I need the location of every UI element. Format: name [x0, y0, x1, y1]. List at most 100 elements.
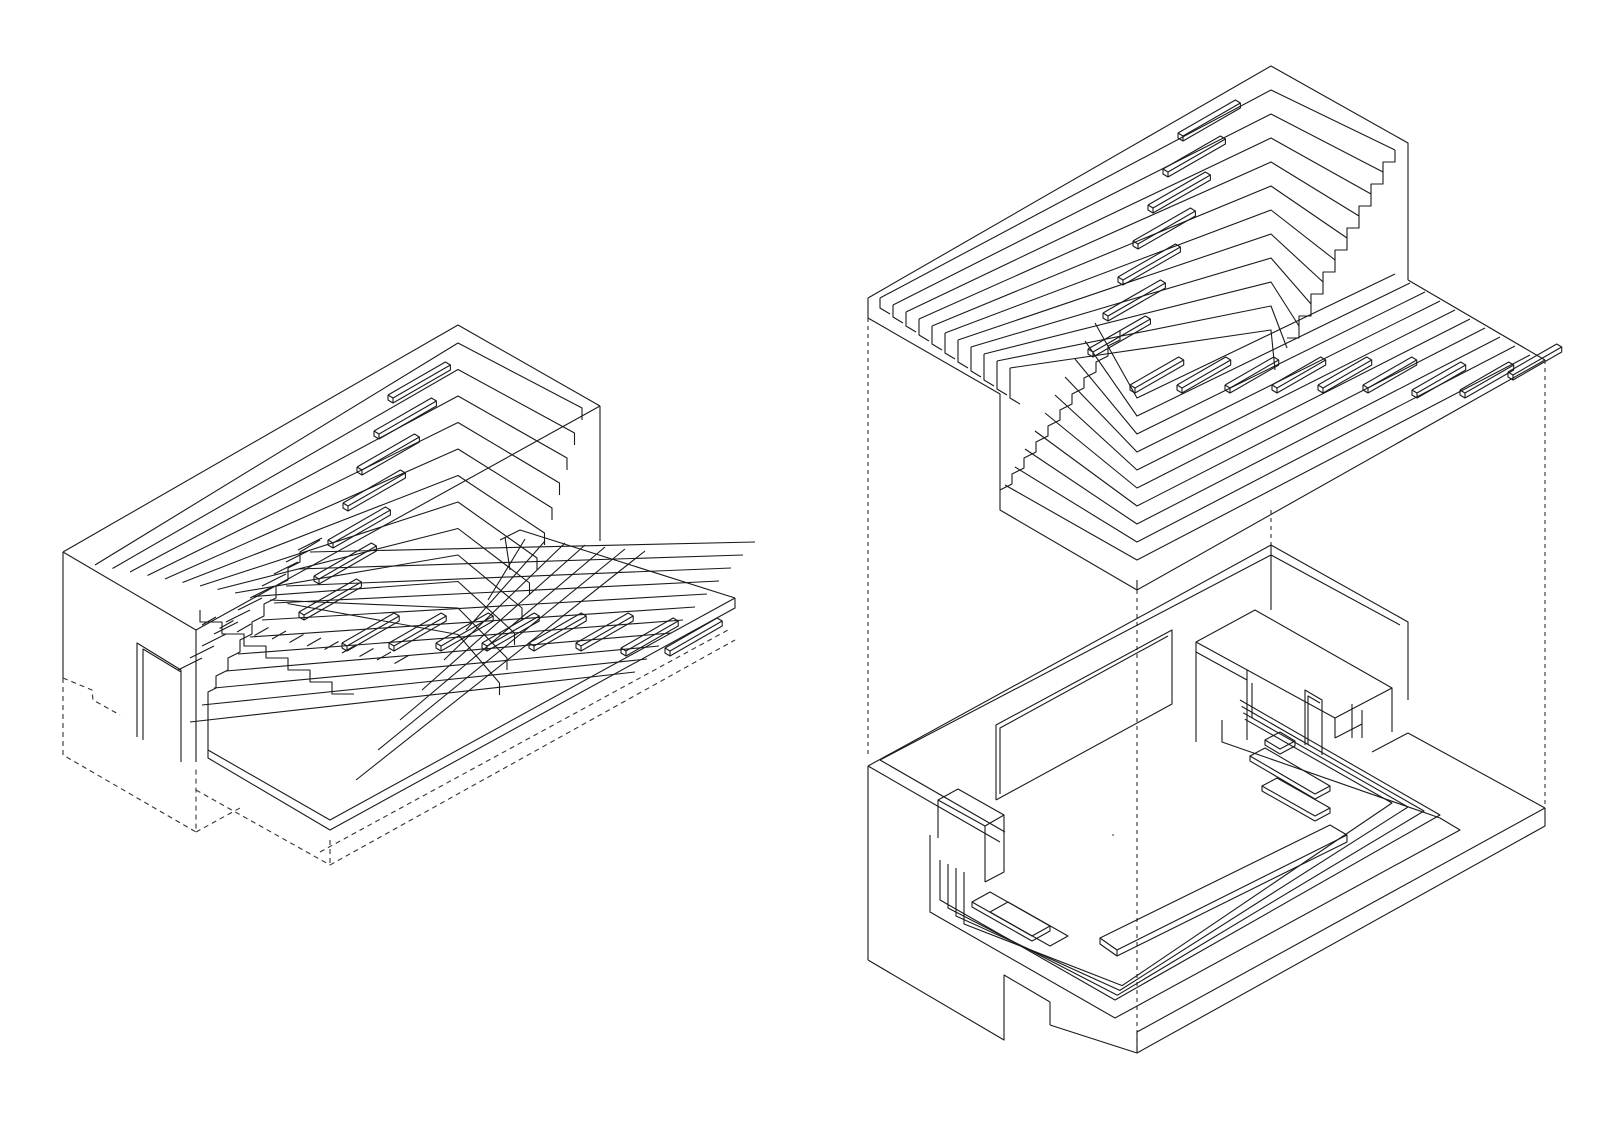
upper-ring-drop	[906, 312, 916, 332]
lower-tier-ring	[400, 547, 605, 720]
dashed-base-outline	[63, 630, 735, 865]
room-ledge-outer	[930, 818, 1460, 1018]
dashed-projection-lines	[868, 318, 1545, 1050]
upper-ring	[919, 162, 1359, 319]
upper-ring	[893, 114, 1383, 305]
lower-step-edge	[190, 672, 635, 722]
upper-ring-drop	[893, 305, 903, 323]
lower-tier-ring	[378, 549, 625, 750]
lower-step-edge	[238, 620, 683, 654]
upper-ring-drop	[971, 347, 981, 377]
upper-ring	[880, 90, 1395, 298]
benches	[1088, 100, 1562, 398]
upper-step-ring	[130, 396, 567, 572]
upper-ring-drop	[945, 333, 955, 359]
upper-step-riser	[202, 617, 216, 625]
lower-step-rise	[190, 646, 214, 658]
front-steps	[972, 892, 1068, 946]
upper-step-riser	[255, 628, 269, 636]
lower-level-room	[868, 545, 1545, 1053]
upper-step-riser	[360, 649, 374, 657]
lower-tier-ring	[488, 539, 525, 600]
front-ring	[1055, 310, 1455, 470]
front-step-profile	[1000, 330, 1120, 490]
stepped-seating-upper	[95, 343, 582, 695]
lower-step-edge	[274, 581, 719, 603]
lower-tier-ring	[356, 551, 645, 780]
upper-step-ring	[200, 502, 537, 586]
lower-step-profile	[208, 540, 320, 750]
stepped-seating-lower	[178, 530, 755, 830]
lower-step-rise	[298, 538, 322, 550]
compact-axonometric-view	[63, 325, 755, 865]
upper-ring-drop	[997, 361, 1007, 395]
lower-step-edge	[262, 594, 707, 620]
upper-step-riser	[395, 656, 409, 664]
reference-dot	[1112, 834, 1114, 836]
upper-step-profile	[1287, 150, 1395, 338]
upper-ring-drop	[984, 354, 994, 386]
lower-step-edge	[226, 633, 671, 671]
upper-step-ring	[148, 423, 560, 576]
front-ring	[1015, 346, 1515, 542]
upper-ring-drop	[1010, 368, 1020, 404]
exploded-axonometric-view	[868, 66, 1562, 1053]
upper-step-ring	[218, 529, 530, 596]
central-table	[1100, 825, 1347, 956]
upper-step-ring	[183, 476, 545, 583]
lower-step-rise	[226, 610, 250, 622]
upper-ring	[906, 138, 1371, 312]
lower-step-rise	[202, 634, 226, 646]
upper-ring-drop	[880, 298, 890, 314]
doorway	[137, 643, 181, 762]
upper-ring	[984, 282, 1299, 354]
room-ledge-back	[1222, 720, 1440, 818]
room-ledges	[930, 700, 1460, 1018]
lower-tier-ring	[444, 543, 565, 660]
lower-tier-outer	[208, 598, 735, 820]
room-ledge-ring	[956, 713, 1408, 991]
upper-step-profile	[200, 610, 354, 694]
room-ledge-ring	[940, 700, 1440, 1000]
room-ledge-ring	[948, 706, 1424, 995]
front-ring	[1005, 355, 1530, 560]
lower-step-edge	[202, 659, 647, 705]
upper-ring-drop	[919, 319, 929, 341]
lower-step-rise	[250, 586, 274, 598]
upper-step-ring	[235, 555, 522, 620]
upper-step-riser	[342, 645, 356, 653]
upper-ring-drop	[932, 326, 942, 350]
upper-level-outline	[868, 66, 1545, 590]
upper-ring	[932, 186, 1347, 326]
front-ring	[1025, 337, 1500, 524]
main-block	[63, 325, 600, 762]
upper-step-ring	[288, 604, 500, 696]
lower-step-rise	[274, 562, 298, 574]
upper-ring-drop	[958, 340, 968, 368]
upper-ring	[945, 210, 1335, 333]
front-ring	[1085, 283, 1410, 416]
lower-tier-base	[208, 598, 735, 830]
upper-step-ring	[165, 449, 552, 579]
room-ledge-ring	[964, 719, 1392, 985]
lower-tier-top	[500, 530, 735, 598]
entry-steps	[1250, 732, 1330, 821]
upper-ring	[971, 258, 1311, 347]
window-opening	[996, 630, 1172, 800]
lower-tier-ring	[466, 541, 545, 630]
lower-step-edge	[214, 646, 659, 688]
lower-step-rise	[262, 574, 286, 586]
front-ring	[1075, 292, 1425, 434]
upper-step-riser	[377, 652, 391, 660]
upper-step-riser	[290, 635, 304, 643]
upper-step-riser	[325, 642, 339, 650]
lower-step-rise	[286, 550, 310, 562]
upper-ring	[958, 234, 1323, 340]
front-ring	[1045, 319, 1470, 488]
upper-step-ring	[113, 370, 575, 569]
lower-step-edge	[310, 542, 755, 552]
lower-step-rise	[238, 598, 262, 610]
side-box	[938, 789, 1004, 882]
